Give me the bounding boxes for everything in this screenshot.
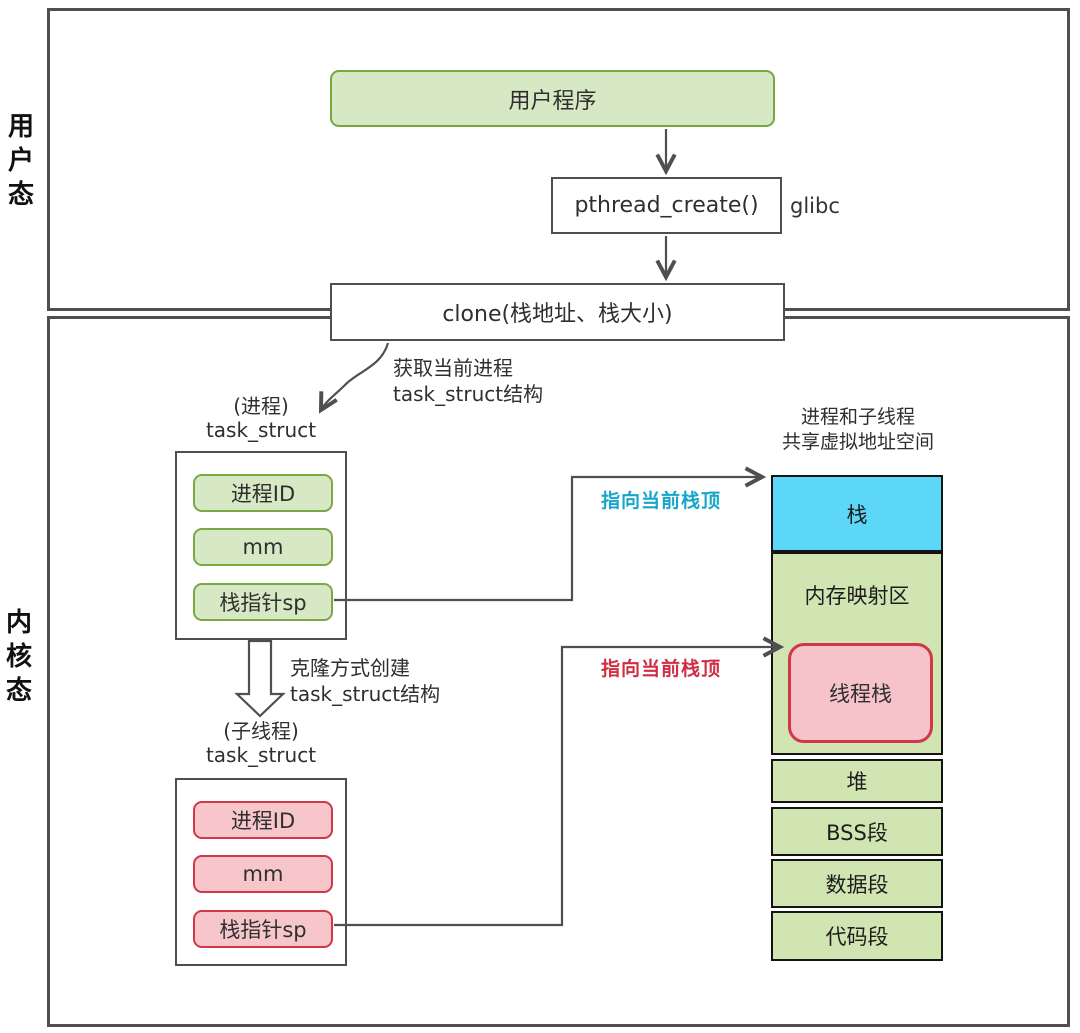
- user-mode-region: [47, 8, 1070, 311]
- note-line: task_struct结构: [290, 682, 441, 706]
- process-task-struct-box: 进程ID mm 栈指针sp: [175, 451, 347, 640]
- thread-field-mm: mm: [193, 855, 333, 893]
- thread-stack-box: 线程栈: [788, 643, 933, 743]
- clone-create-note: 克隆方式创建 task_struct结构: [290, 655, 440, 707]
- glibc-label: glibc: [790, 193, 840, 218]
- pointer-label-process-stack-top: 指向当前栈顶: [601, 490, 722, 512]
- memory-section-mmap: 内存映射区 线程栈: [771, 552, 943, 755]
- process-field-pid: 进程ID: [193, 474, 333, 512]
- process-field-sp: 栈指针sp: [193, 583, 333, 621]
- get-current-process-note: 获取当前进程 task_struct结构: [393, 355, 543, 407]
- caption-line: (进程): [233, 394, 289, 418]
- thread-struct-caption: (子线程) task_struct: [175, 719, 347, 767]
- process-field-mm: mm: [193, 528, 333, 566]
- user-program-box: 用户程序: [330, 70, 775, 127]
- caption-line: task_struct: [205, 743, 317, 767]
- pthread-create-box: pthread_create(): [551, 177, 782, 234]
- title-line: 共享虚拟地址空间: [781, 431, 934, 453]
- memory-section-stack: 栈: [771, 475, 943, 552]
- pointer-label-thread-stack-top: 指向当前栈顶: [601, 658, 722, 680]
- caption-line: task_struct: [205, 418, 317, 442]
- note-line: 获取当前进程: [393, 356, 513, 380]
- clone-box: clone(栈地址、栈大小): [330, 283, 785, 341]
- title-line: 进程和子线程: [800, 406, 915, 428]
- caption-line: (子线程): [223, 719, 299, 743]
- thread-field-sp: 栈指针sp: [193, 910, 333, 948]
- memory-section-bss: BSS段: [771, 807, 943, 856]
- process-struct-caption: (进程) task_struct: [175, 394, 347, 442]
- memory-column-title: 进程和子线程 共享虚拟地址空间: [762, 405, 954, 455]
- note-line: 克隆方式创建: [290, 656, 410, 680]
- thread-field-pid: 进程ID: [193, 801, 333, 839]
- mmap-label: 内存映射区: [804, 584, 910, 608]
- memory-section-code: 代码段: [771, 911, 943, 961]
- thread-task-struct-box: 进程ID mm 栈指针sp: [175, 778, 347, 966]
- note-line: task_struct结构: [393, 382, 544, 406]
- memory-section-data: 数据段: [771, 859, 943, 908]
- memory-section-heap: 堆: [771, 759, 943, 803]
- kernel-mode-label: 内核态: [5, 608, 32, 706]
- user-mode-label: 用户态: [7, 112, 34, 210]
